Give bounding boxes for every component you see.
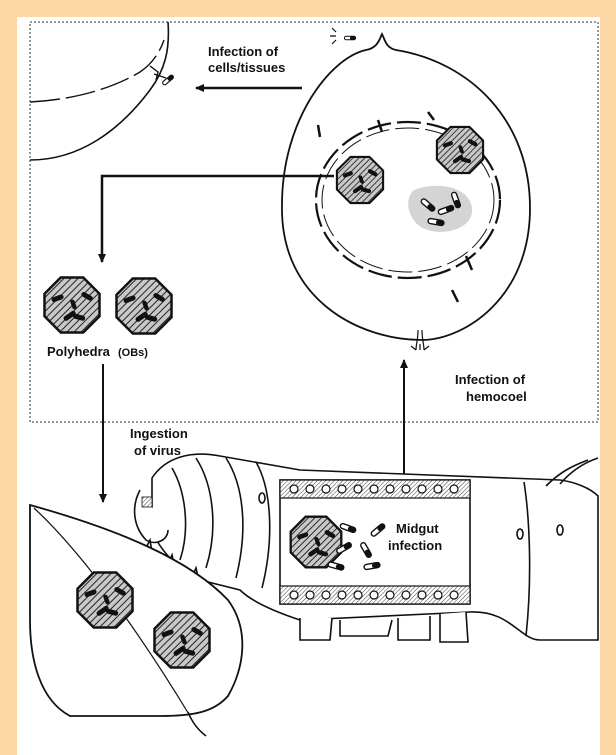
infected-cell bbox=[282, 34, 530, 350]
infection-cells-label-2: cells/tissues bbox=[208, 60, 285, 75]
midgut-label-2: infection bbox=[388, 538, 442, 553]
polyhedron-left bbox=[45, 278, 100, 333]
budded-virion bbox=[330, 28, 356, 44]
neighbour-cell bbox=[30, 22, 174, 160]
polyhedra-label: Polyhedra bbox=[47, 344, 111, 359]
midgut-label-1: Midgut bbox=[396, 521, 439, 536]
ingestion-label-1: Ingestion bbox=[130, 426, 188, 441]
infection-hemocoel-label-1: Infection of bbox=[455, 372, 526, 387]
ingestion-label-2: of virus bbox=[134, 443, 181, 458]
obs-label: (OBs) bbox=[118, 347, 148, 359]
polyhedron-right bbox=[117, 279, 172, 334]
infection-hemocoel-label-2: hemocoel bbox=[466, 389, 527, 404]
infection-cells-label-1: Infection of bbox=[208, 44, 279, 59]
